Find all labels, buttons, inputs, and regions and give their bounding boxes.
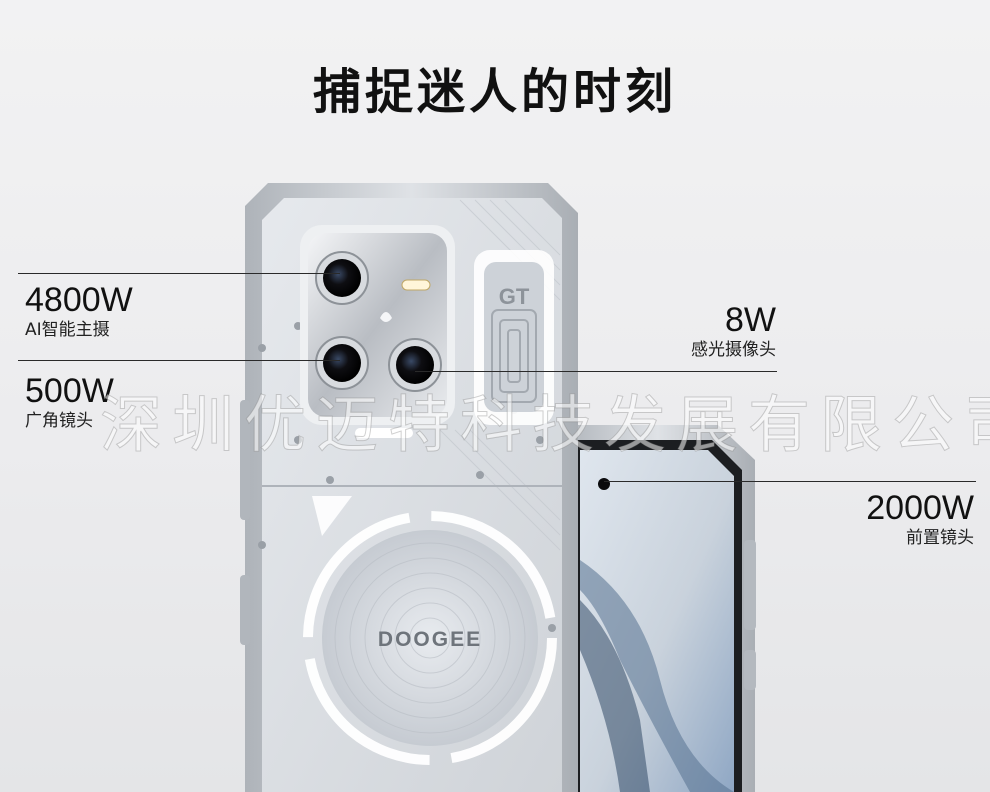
leader-main [18,273,340,274]
magnetic-disc: DOOGEE [303,511,557,765]
spec-ir-camera: 8W 感光摄像头 [691,302,776,360]
gt-light-panel: GT [474,250,554,425]
spec-main-value: 4800W [25,281,133,319]
gt-badge: GT [499,284,530,309]
spec-main-camera: 4800W AI智能主摄 [25,282,133,340]
leader-wide [18,360,340,361]
watermark-text: 深圳优迈特科技发展有限公司 [99,388,990,462]
leaf-logo-icon [380,312,392,322]
spec-front-label: 前置镜头 [906,528,974,548]
front-phone [560,425,756,792]
camera-module [300,225,455,425]
ir-lens-icon [396,346,434,384]
main-lens-icon [323,259,361,297]
leader-front [604,481,976,482]
wide-lens-icon [323,344,361,382]
front-camera-icon [598,478,610,490]
spec-front-camera: 2000W 前置镜头 [866,490,974,548]
spec-front-value: 2000W [866,489,974,527]
spec-wide-camera: 500W 广角镜头 [25,373,114,431]
back-phone: GT DOOGEE [240,183,578,792]
spec-ir-label: 感光摄像头 [691,340,776,360]
flash-icon [401,279,431,291]
spec-main-label: AI智能主摄 [25,320,110,340]
spec-ir-value: 8W [725,301,776,339]
spec-wide-value: 500W [25,372,114,410]
brand-logo: DOOGEE [378,628,482,651]
leader-ir [415,371,777,372]
spec-wide-label: 广角镜头 [25,411,93,431]
page-title: 捕捉迷人的时刻 [312,64,677,120]
